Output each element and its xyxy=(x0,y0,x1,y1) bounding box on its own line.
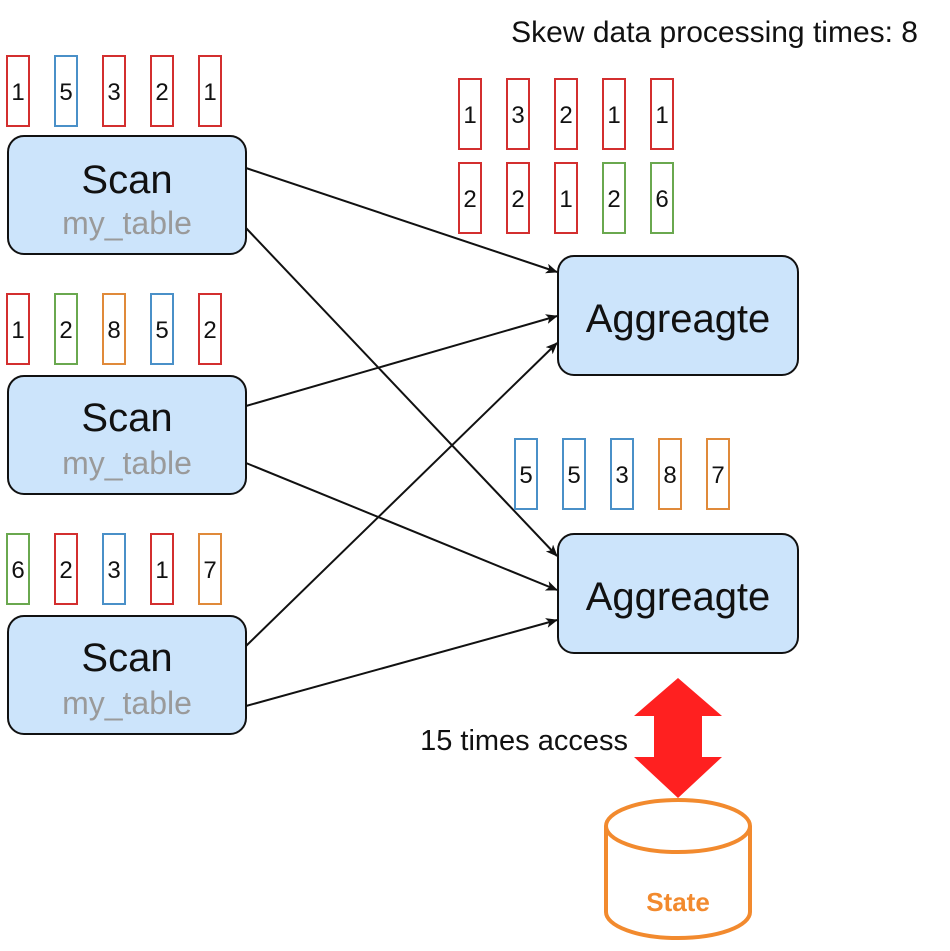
scan-3-token-1: 6 xyxy=(6,533,30,605)
scan-3-token-1-value: 6 xyxy=(11,557,24,584)
scan-node-3-table: my_table xyxy=(62,685,192,721)
scan-node-1-table: my_table xyxy=(62,205,192,241)
aggregate-1-row-2-token-5: 6 xyxy=(650,162,674,234)
aggregate-1-row-1-token-1: 1 xyxy=(458,78,482,150)
aggregate-1-row-1-token-5: 1 xyxy=(650,78,674,150)
scan-node-3-label: Scan xyxy=(81,636,172,680)
aggregate-1-row-2-token-3-value: 1 xyxy=(559,186,572,213)
state-label: State xyxy=(646,887,710,917)
scan-3-token-5: 7 xyxy=(198,533,222,605)
scan-2-token-1-value: 1 xyxy=(11,317,24,344)
scan-3-token-4-value: 1 xyxy=(155,557,168,584)
scan-1-token-5: 1 xyxy=(198,55,222,127)
edge-scan-2-to-aggregate-2 xyxy=(245,462,558,591)
state-store[interactable]: State xyxy=(604,798,752,940)
scan-1-token-2-value: 5 xyxy=(59,79,72,106)
aggregate-2-row-1-token-2-value: 5 xyxy=(567,462,580,489)
aggregate-1-row-1-token-2-value: 3 xyxy=(511,102,524,129)
aggregate-2-row-1-token-5: 7 xyxy=(706,438,730,510)
scan-1-token-2: 5 xyxy=(54,55,78,127)
aggregate-2-row-1-token-4-value: 8 xyxy=(663,462,676,489)
scan-2-token-3-value: 8 xyxy=(107,317,120,344)
scan-2-token-2-value: 2 xyxy=(59,317,72,344)
scan-2-token-4: 5 xyxy=(150,293,174,365)
aggregate-1-row-2-token-1-value: 2 xyxy=(463,186,476,213)
double-arrow-icon xyxy=(634,678,722,798)
scan-3-token-2-value: 2 xyxy=(59,557,72,584)
aggregate-1-row-1-token-2: 3 xyxy=(506,78,530,150)
scan-1-token-4: 2 xyxy=(150,55,174,127)
aggregate-1-row-2-token-1: 2 xyxy=(458,162,482,234)
edge-scan-1-to-aggregate-2 xyxy=(245,227,558,557)
aggregate-2-row-1-token-2: 5 xyxy=(562,438,586,510)
aggregate-node-1-label: Aggreagte xyxy=(586,297,771,341)
edge-scan-1-to-aggregate-1 xyxy=(245,167,558,274)
scan-node-2-label: Scan xyxy=(81,396,172,440)
scan-1-token-5-value: 1 xyxy=(203,79,216,106)
aggregate-1-row-2-token-5-value: 6 xyxy=(655,186,668,213)
aggregate-2-row-1-token-3-value: 3 xyxy=(615,462,628,489)
scan-2-token-4-value: 5 xyxy=(155,317,168,344)
aggregate-2-row-1-token-1-value: 5 xyxy=(519,462,532,489)
edge-scan-3-to-aggregate-1 xyxy=(245,342,558,647)
state-cylinder-top xyxy=(604,798,752,854)
aggregate-1-row-1-token-5-value: 1 xyxy=(655,102,668,129)
scan-2-token-5-value: 2 xyxy=(203,317,216,344)
scan-node-2[interactable]: Scan my_table xyxy=(7,375,247,495)
aggregate-2-row-1-token-1: 5 xyxy=(514,438,538,510)
state-cylinder-icon xyxy=(604,826,752,940)
aggregate-node-2[interactable]: Aggreagte xyxy=(557,533,799,654)
scan-3-token-4: 1 xyxy=(150,533,174,605)
scan-2-token-2: 2 xyxy=(54,293,78,365)
aggregate-1-row-2-token-2-value: 2 xyxy=(511,186,524,213)
aggregate-1-row-1-token-3: 2 xyxy=(554,78,578,150)
aggregate-node-2-label: Aggreagte xyxy=(586,575,771,619)
scan-1-token-1-value: 1 xyxy=(11,79,24,106)
aggregate-1-row-2-token-3: 1 xyxy=(554,162,578,234)
scan-3-token-5-value: 7 xyxy=(203,557,216,584)
aggregate-1-row-2-token-2: 2 xyxy=(506,162,530,234)
aggregate-1-row-2-token-4-value: 2 xyxy=(607,186,620,213)
aggregate-1-row-1-token-1-value: 1 xyxy=(463,102,476,129)
scan-1-token-3-value: 3 xyxy=(107,79,120,106)
scan-node-1-label: Scan xyxy=(81,158,172,202)
aggregate-1-row-1-token-4-value: 1 xyxy=(607,102,620,129)
aggregate-2-row-1-token-3: 3 xyxy=(610,438,634,510)
diagram-title: Skew data processing times: 8 xyxy=(511,16,918,49)
scan-3-token-3: 3 xyxy=(102,533,126,605)
scan-2-token-1: 1 xyxy=(6,293,30,365)
scan-2-token-5: 2 xyxy=(198,293,222,365)
access-count-label: 15 times access xyxy=(420,725,628,757)
edge-scan-2-to-aggregate-1 xyxy=(245,314,558,407)
scan-1-token-3: 3 xyxy=(102,55,126,127)
scan-3-token-2: 2 xyxy=(54,533,78,605)
aggregate-2-row-1-token-4: 8 xyxy=(658,438,682,510)
aggregate-1-row-1-token-3-value: 2 xyxy=(559,102,572,129)
aggregate-1-row-2-token-4: 2 xyxy=(602,162,626,234)
edge-scan-3-to-aggregate-2 xyxy=(245,618,558,707)
scan-node-3[interactable]: Scan my_table xyxy=(7,615,247,735)
aggregate-1-row-1-token-4: 1 xyxy=(602,78,626,150)
scan-node-2-table: my_table xyxy=(62,445,192,481)
scan-1-token-4-value: 2 xyxy=(155,79,168,106)
scan-3-token-3-value: 3 xyxy=(107,557,120,584)
edges-layer xyxy=(245,167,558,707)
scan-1-token-1: 1 xyxy=(6,55,30,127)
scan-node-1[interactable]: Scan my_table xyxy=(7,135,247,255)
scan-2-token-3: 8 xyxy=(102,293,126,365)
aggregate-2-row-1-token-5-value: 7 xyxy=(711,462,724,489)
aggregate-node-1[interactable]: Aggreagte xyxy=(557,255,799,376)
